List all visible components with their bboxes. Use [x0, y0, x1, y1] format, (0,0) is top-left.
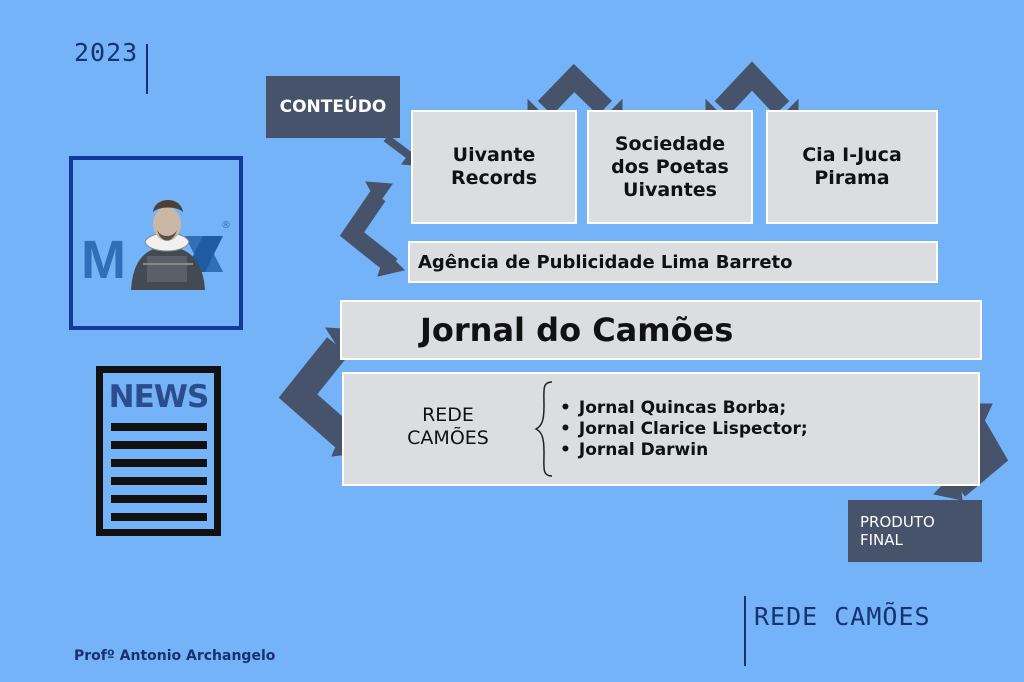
footer-title: REDE CAMÕES [754, 602, 931, 631]
box-sociedade-line2: dos Poetas [611, 155, 729, 178]
rede-title: REDE CAMÕES [398, 404, 498, 450]
year-label: 2023 [74, 38, 139, 67]
box-uivante-line2: Records [450, 167, 538, 189]
news-icon: NEWS [96, 366, 221, 536]
box-uivante-records: Uivante Records [411, 110, 577, 224]
jornal-camoes-label: Jornal do Camões [420, 311, 734, 349]
news-line [111, 495, 207, 503]
agency-bar: Agência de Publicidade Lima Barreto [408, 241, 938, 283]
rede-list: Jornal Quincas Borba; Jornal Clarice Lis… [560, 398, 808, 461]
agency-label: Agência de Publicidade Lima Barreto [418, 251, 793, 273]
brace-icon [534, 381, 553, 477]
news-line [111, 423, 207, 431]
news-line [111, 441, 207, 449]
rede-item: Jornal Darwin [560, 440, 808, 461]
box-sociedade-line3: Uivantes [623, 178, 717, 201]
produto-final-label: PRODUTO FINAL [848, 500, 982, 562]
box-sociedade-line1: Sociedade [614, 132, 726, 155]
year-divider [146, 44, 148, 94]
box-cia-ijuca: Cia I-Juca Pirama [766, 110, 938, 224]
news-line [111, 459, 207, 467]
news-line [111, 513, 207, 521]
rede-camoes-box: REDE CAMÕES Jornal Quincas Borba; Jornal… [342, 372, 980, 486]
produto-final-line1: PRODUTO [860, 513, 935, 531]
conteudo-label: CONTEÚDO [266, 76, 400, 138]
camoes-logo-icon: M ® [81, 200, 231, 290]
portrait-figure-icon [131, 200, 205, 290]
box-cia-line2: Pirama [814, 167, 890, 189]
arrow-top-agency [339, 181, 405, 277]
jornal-camoes-bar: Jornal do Camões [340, 300, 982, 360]
produto-final-line2: FINAL [860, 531, 903, 549]
rede-item: Jornal Quincas Borba; [560, 398, 808, 419]
news-line [111, 477, 207, 485]
box-uivante-line1: Uivante [452, 144, 536, 166]
news-icon-title: NEWS [108, 379, 210, 415]
logo-frame: M ® [69, 156, 243, 330]
author-signature: Profº Antonio Archangelo [74, 648, 276, 664]
box-cia-line1: Cia I-Juca [802, 144, 902, 166]
registered-mark: ® [221, 220, 231, 231]
rede-title-line2: CAMÕES [407, 427, 489, 449]
rede-item: Jornal Clarice Lispector; [560, 419, 808, 440]
conteudo-label-text: CONTEÚDO [279, 97, 387, 117]
footer-divider [744, 596, 746, 666]
rede-title-line1: REDE [422, 404, 474, 426]
svg-text:M: M [81, 230, 126, 290]
box-sociedade-poetas: Sociedade dos Poetas Uivantes [587, 110, 753, 224]
